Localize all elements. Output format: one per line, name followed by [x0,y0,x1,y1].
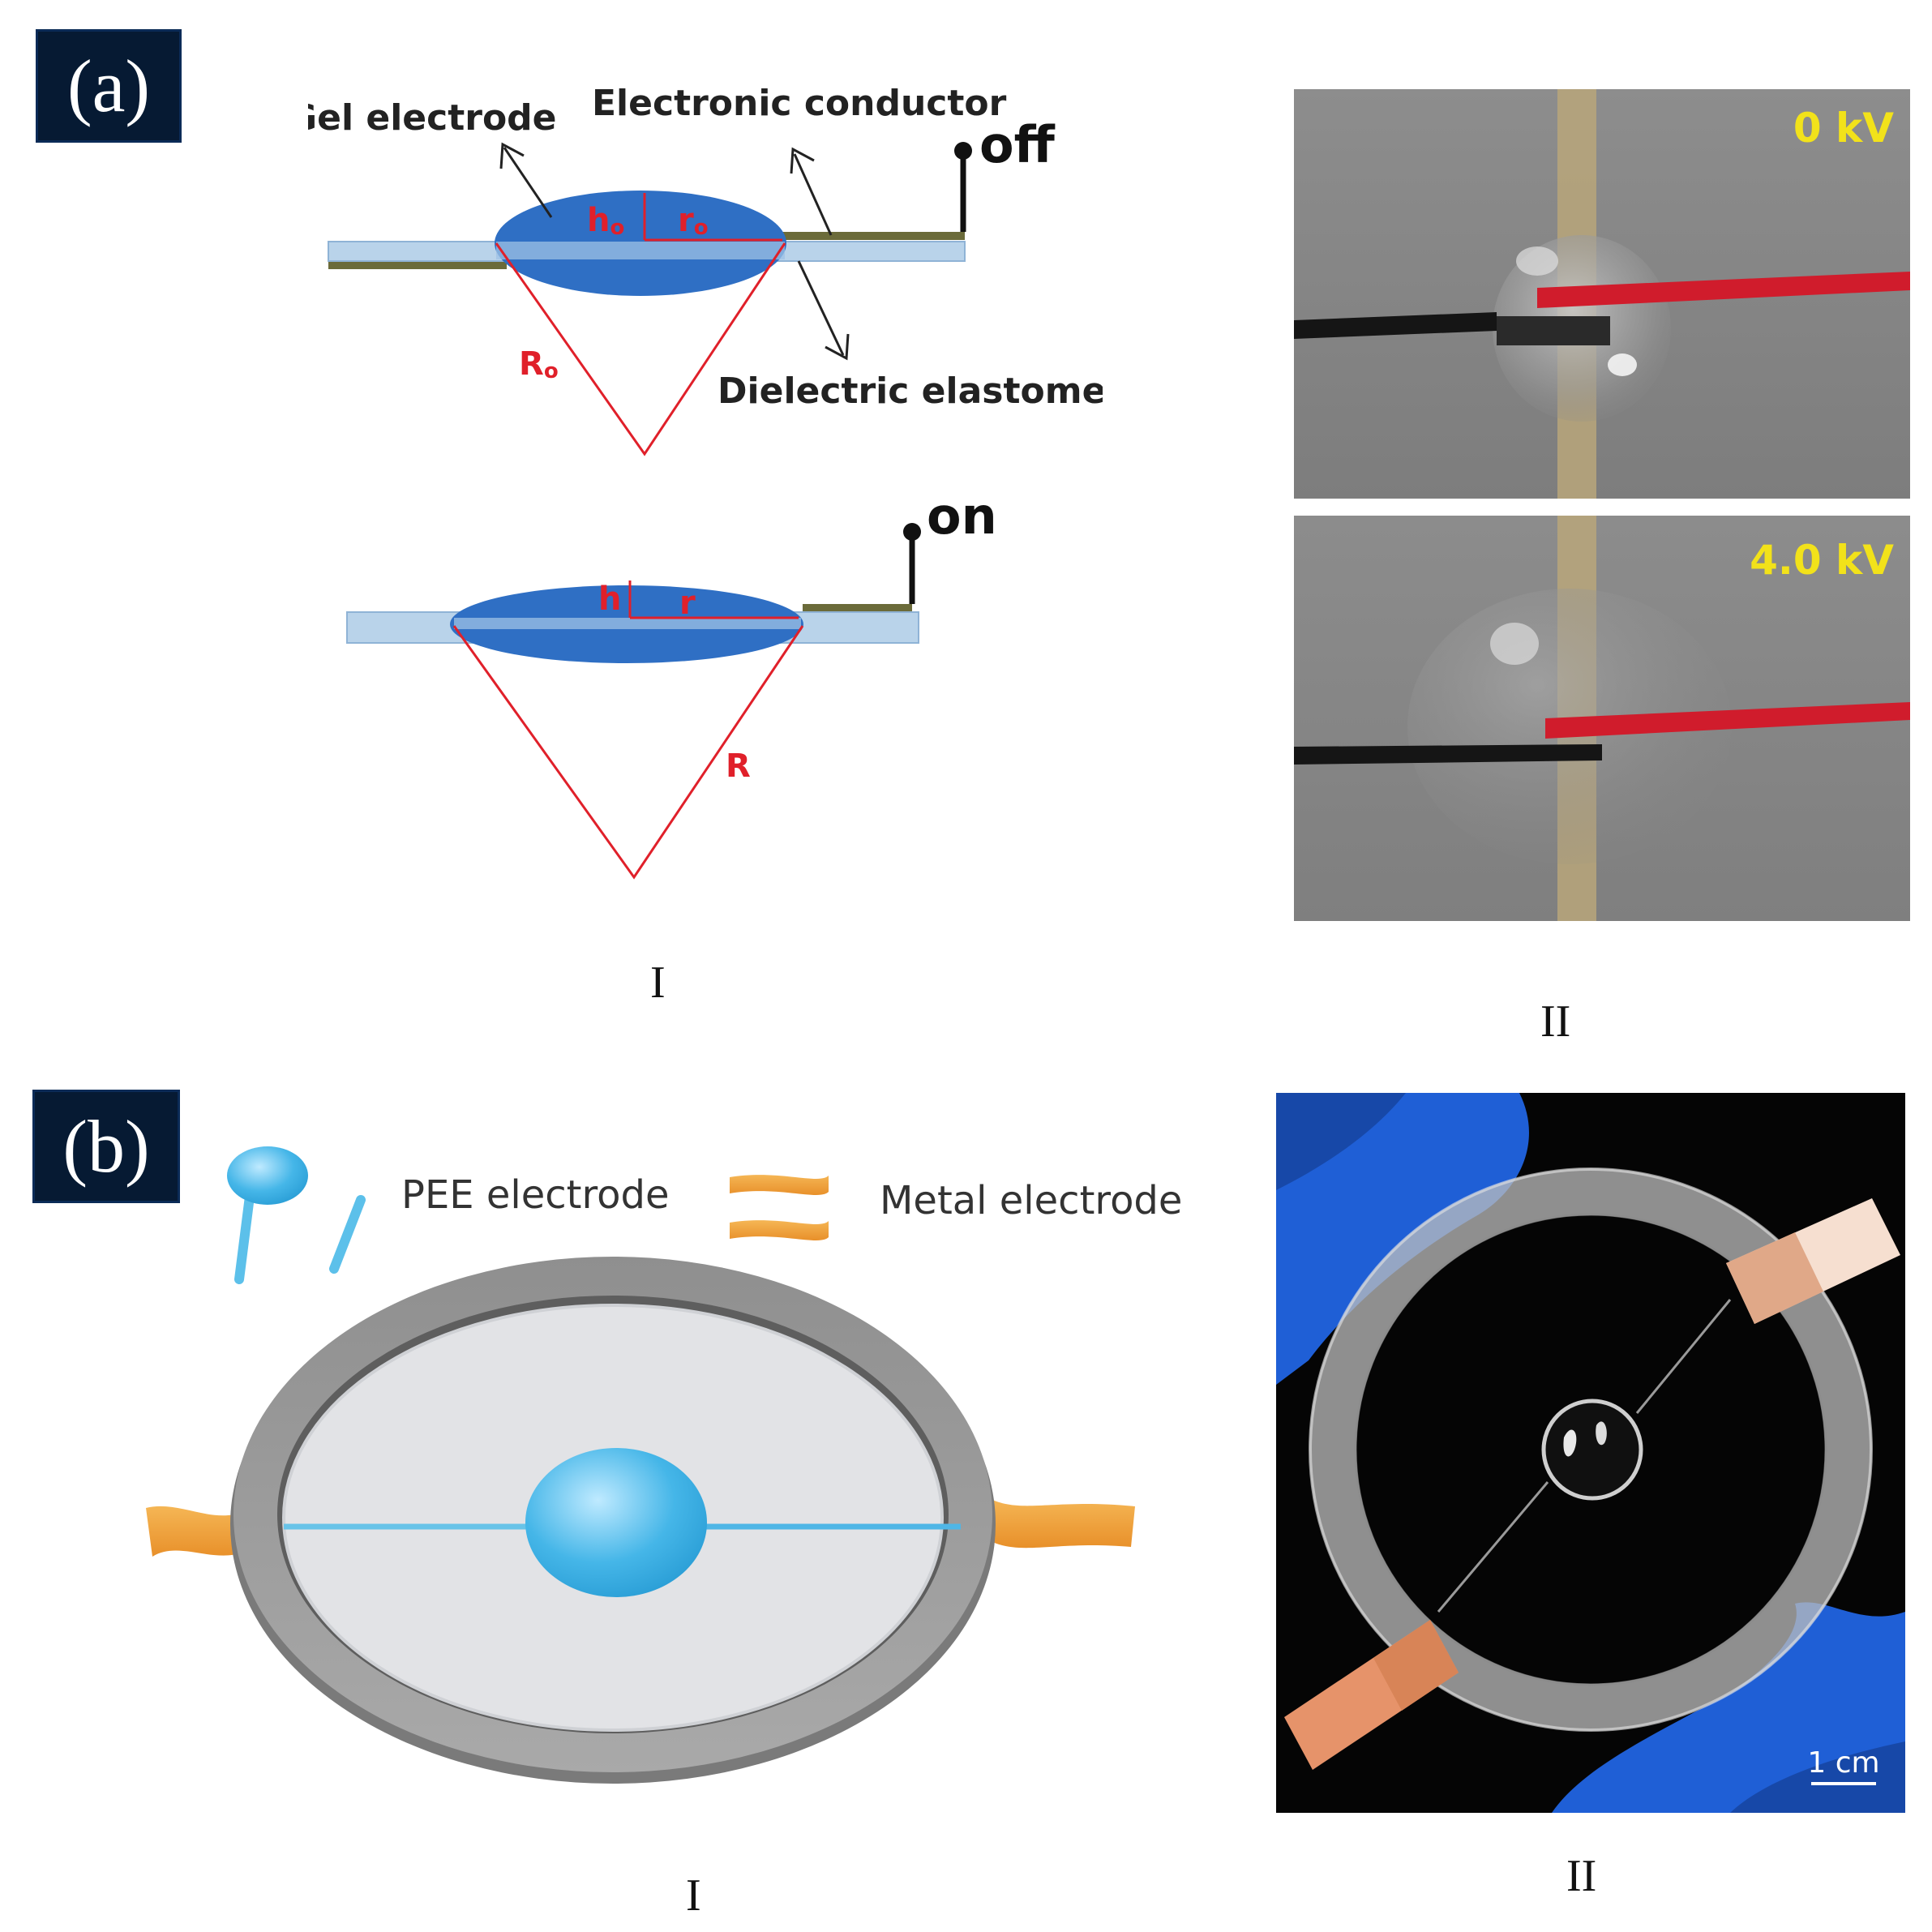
on-R-label: R [726,748,751,785]
off-left-conductor [328,261,507,269]
panel-a-photo-4kv: 4.0 kV [1294,516,1910,921]
scale-bar-label: 1 cm [1807,1746,1879,1780]
electronic-conductor-label: Electronic conductor [592,83,1007,124]
legend-metal-electrode-label: Metal electrode [880,1178,1182,1223]
pee-electrode-ball [525,1448,707,1597]
gel-electrode-arrow [503,147,553,218]
voltage-label-0kv: 0 kV [1793,105,1894,152]
panel-b-photo: 1 cm [1276,1093,1905,1813]
panel-b-caption-II: II [1566,1851,1597,1901]
on-right-conductor [803,604,912,612]
on-r-label: r [679,585,696,622]
panel-b-tag-text: (b) [62,1105,150,1188]
clear-frame-ring [1309,1168,1872,1731]
glove-top [1276,1093,1529,1385]
off-right-conductor [778,232,965,240]
dielectric-elastomer-arrow [797,260,845,356]
panel-b-schematic: PEE electrode Metal electrode [146,1146,1182,1784]
voltage-label-4kv: 4.0 kV [1750,537,1894,584]
glove-bottom [1552,1602,1905,1813]
panel-b-tag: (b) [32,1090,180,1203]
off-h0-label: ho [587,202,624,240]
legend-pee-electrode-label: PEE electrode [401,1172,670,1218]
on-switch-label: on [927,486,997,546]
off-R0-label: Ro [519,345,559,383]
off-radius-triangle [495,242,786,456]
off-switch-terminal [954,142,972,160]
panel-a-schematic: off ho ro Ro Gel electrode Electronic co… [308,83,1103,880]
legend-pee-electrode-icon [227,1146,366,1284]
electronic-conductor-arrow [793,153,833,236]
on-h-label: h [598,580,621,618]
panel-a-caption-II: II [1540,996,1571,1047]
panel-b-caption-I: I [686,1870,701,1921]
on-switch-terminal [903,523,921,541]
off-switch-label: off [979,115,1056,174]
dielectric-elastomer-label: Dielectric elastomer [718,371,1103,412]
right-metal-electrode [957,1498,1135,1549]
panel-a-tag-text: (a) [66,45,151,127]
panel-a-caption-I: I [650,957,666,1008]
panel-a-tag: (a) [36,29,182,143]
legend-metal-electrode-icon [730,1175,829,1240]
off-r0-label: ro [678,202,709,240]
panel-a-photo-0kv: 0 kV [1294,89,1910,499]
gel-electrode-label: Gel electrode [308,97,557,139]
on-radius-triangle [452,625,804,880]
center-pee-droplet [1541,1399,1643,1501]
